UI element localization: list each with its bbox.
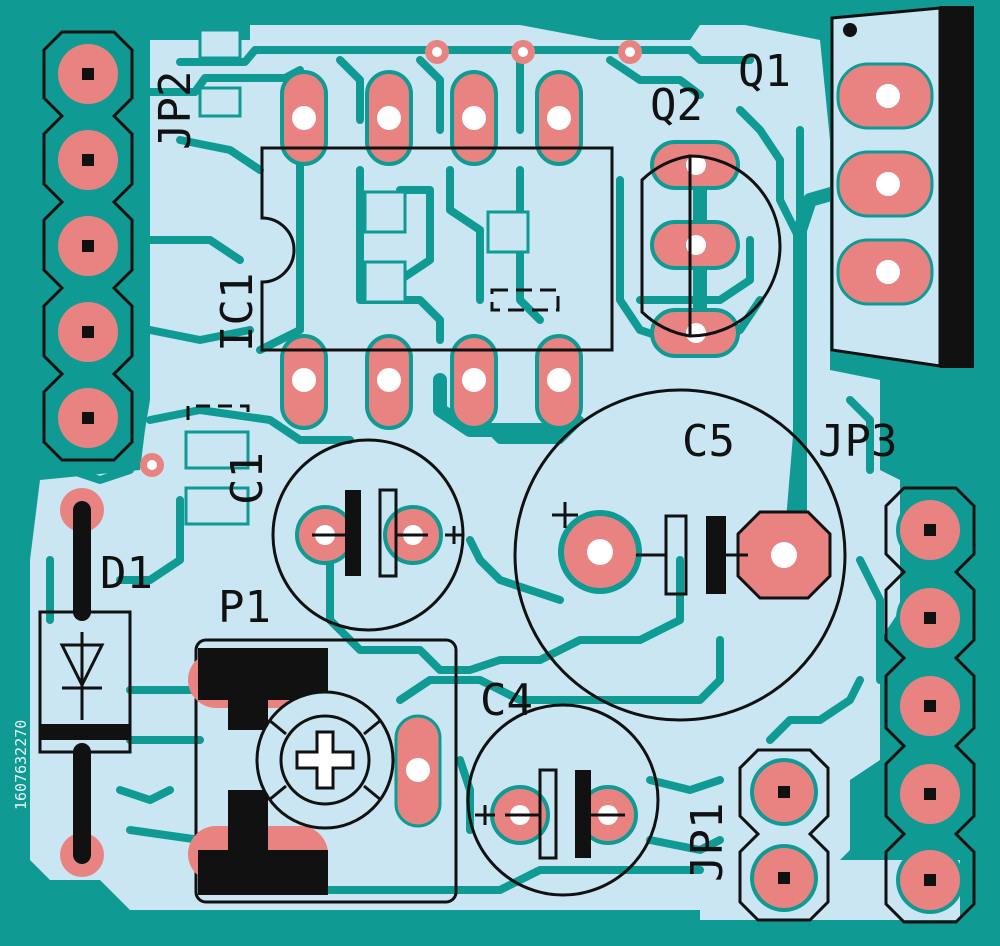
- jp3-header: [884, 486, 976, 924]
- q1-transistor: [830, 6, 974, 368]
- jp2-pad-4: [54, 298, 122, 366]
- p1-potentiometer: [188, 638, 458, 904]
- c2-capacitor: [271, 438, 465, 632]
- jp1-pad-1: [750, 758, 818, 826]
- jp2-pad-3: [54, 212, 122, 280]
- label-ic1: IC1: [212, 273, 263, 352]
- ic1-smd-pads: [363, 190, 530, 304]
- jp2-outline: [42, 30, 134, 462]
- label-jp3: JP3: [818, 416, 897, 467]
- label-c1: C1: [222, 452, 273, 505]
- jp1-header: [738, 748, 830, 922]
- label-p1: P1: [218, 582, 271, 633]
- jp3-pad-4: [896, 760, 964, 828]
- jp3-pad-3: [896, 672, 964, 740]
- jp2-smd-pads: [198, 28, 242, 118]
- jp2-pad-2: [54, 126, 122, 194]
- jp3-pad-1: [896, 496, 964, 564]
- label-q2: Q2: [650, 80, 703, 131]
- jp3-outline: [884, 486, 976, 924]
- c5-capacitor: [513, 388, 847, 722]
- copper-pour: [30, 25, 960, 920]
- d1-diode: [38, 488, 132, 877]
- jp3-pad-2: [896, 584, 964, 652]
- c1-smd: [184, 404, 250, 526]
- jp2-pad-1: [54, 40, 122, 108]
- label-q1: Q1: [738, 46, 791, 97]
- jp3-pad-5: [896, 846, 964, 914]
- ic1-pads: [280, 70, 583, 430]
- label-jp2: JP2: [150, 71, 201, 150]
- smd-footprint-dashed: [490, 288, 560, 312]
- label-d1: D1: [100, 548, 153, 599]
- jp1-pad-2: [750, 844, 818, 912]
- jp2-pad-5: [54, 384, 122, 452]
- vias: [140, 40, 642, 477]
- jp1-outline: [738, 748, 830, 922]
- jp2-header: [42, 30, 134, 462]
- label-c5: C5: [682, 416, 735, 467]
- label-c4: C4: [480, 675, 533, 726]
- watermark-id: 1607632270: [12, 720, 30, 810]
- ic1-outline: [260, 146, 614, 352]
- label-jp1: JP1: [682, 803, 733, 882]
- q2-transistor: [640, 140, 782, 358]
- c4-capacitor: [466, 703, 660, 897]
